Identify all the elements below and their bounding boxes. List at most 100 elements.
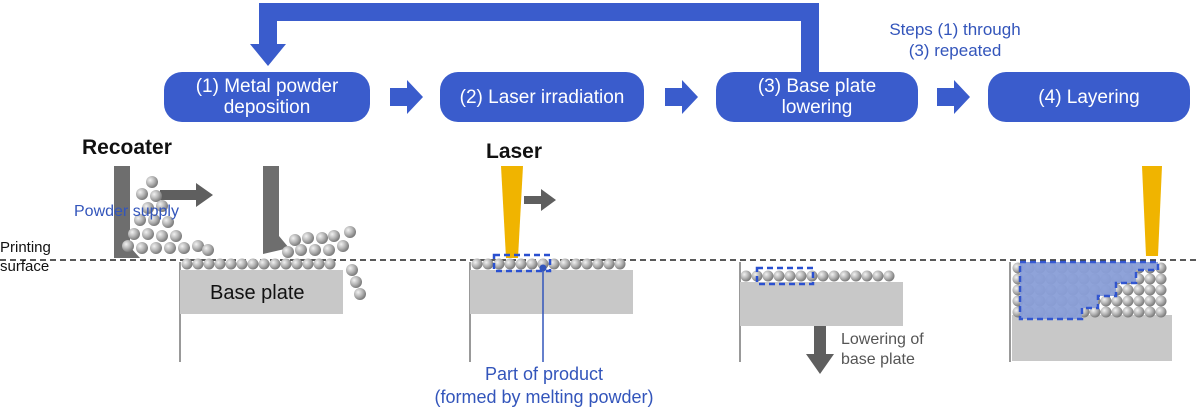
powder-particle — [328, 230, 340, 242]
powder-particle — [323, 244, 335, 256]
laser-beam-2 — [501, 166, 523, 258]
laser-label: Laser — [486, 140, 543, 163]
powder-heap — [122, 176, 366, 300]
powder-particle — [156, 200, 168, 212]
part-leader-dot — [539, 264, 547, 272]
powder-particle — [1144, 273, 1156, 285]
powder-particle — [1155, 284, 1167, 296]
powder-particle — [1111, 295, 1123, 307]
part-label: Part of product (formed by melting powde… — [396, 363, 692, 409]
powder-particle — [295, 244, 307, 256]
powder-particle — [603, 258, 615, 270]
powder-particle — [302, 232, 314, 244]
step-arrow-1-2 — [390, 80, 423, 114]
powder-particle — [346, 264, 358, 276]
powder-particle — [795, 270, 807, 282]
powder-particle — [1144, 306, 1156, 318]
powder-particle — [134, 214, 146, 226]
powder-particle — [214, 258, 226, 270]
powder-layer-2 — [471, 258, 626, 270]
powder-particle — [1133, 284, 1145, 296]
powder-particle — [1155, 295, 1167, 307]
powder-particle — [883, 270, 895, 282]
powder-particle — [350, 276, 362, 288]
laser-beam-4 — [1142, 166, 1162, 256]
powder-particle — [504, 258, 516, 270]
powder-particle — [1100, 306, 1112, 318]
powder-particle — [136, 242, 148, 254]
base-plate-3 — [740, 282, 903, 326]
base-plate-1 — [180, 270, 343, 314]
powder-particle — [740, 270, 752, 282]
base-plate-label: Base plate — [210, 282, 305, 304]
step-1-line1: (1) Metal powder — [195, 76, 339, 97]
lowering-arrow — [806, 326, 834, 374]
recoater-move-arrow — [160, 183, 213, 207]
lowering-label-line2: base plate — [841, 351, 915, 368]
powder-layer-3 — [740, 270, 895, 282]
printing-surface-line1: Printing — [0, 239, 51, 256]
step-3-line1: (3) Base plate — [757, 76, 877, 97]
powder-particle — [1122, 306, 1134, 318]
lowering-label: Lowering of base plate — [841, 330, 924, 370]
powder-particle — [570, 258, 582, 270]
powder-particle — [1111, 306, 1123, 318]
powder-particle — [839, 270, 851, 282]
powder-particle — [289, 234, 301, 246]
powder-particle — [122, 240, 134, 252]
powder-particle — [515, 258, 527, 270]
powder-particle — [150, 190, 162, 202]
powder-particle — [1155, 273, 1167, 285]
powder-particle — [313, 258, 325, 270]
powder-particle — [559, 258, 571, 270]
recoater-label: Recoater — [82, 136, 172, 159]
powder-particle — [1133, 295, 1145, 307]
powder-particle — [1100, 295, 1112, 307]
powder-particle — [192, 258, 204, 270]
melted-part-marker-3 — [755, 266, 815, 286]
powder-particle — [773, 270, 785, 282]
powder-particle — [225, 258, 237, 270]
powder-particle — [309, 244, 321, 256]
powder-particle — [493, 258, 505, 270]
powder-particle — [1144, 295, 1156, 307]
powder-particle — [192, 240, 204, 252]
powder-particle — [269, 258, 281, 270]
base-plate-4 — [1012, 315, 1172, 361]
recoater-blade-left — [114, 166, 140, 258]
powder-particle — [762, 270, 774, 282]
formed-part-4 — [1018, 260, 1160, 321]
repeat-note-line1: Steps (1) through — [889, 20, 1021, 39]
powder-particle — [471, 258, 483, 270]
melted-part-marker-2 — [492, 253, 552, 273]
powder-layer-1 — [181, 258, 336, 270]
lowering-label-line1: Lowering of — [841, 331, 924, 348]
printing-surface-label: Printing surface — [0, 238, 51, 276]
powder-particle — [354, 288, 366, 300]
step-3-line2: lowering — [781, 97, 853, 118]
powder-particle — [170, 230, 182, 242]
powder-particle — [324, 258, 336, 270]
powder-particle — [142, 228, 154, 240]
step-2-pill: (2) Laser irradiation — [440, 72, 644, 122]
repeat-note-line2: (3) repeated — [908, 41, 1002, 60]
powder-particle — [1155, 306, 1167, 318]
powder-particle — [1122, 284, 1134, 296]
powder-particle — [258, 258, 270, 270]
powder-particle — [482, 258, 494, 270]
printing-surface-line2: surface — [0, 258, 50, 275]
powder-particle — [136, 188, 148, 200]
powder-particle — [592, 258, 604, 270]
step-2-line1: (2) Laser irradiation — [459, 86, 625, 108]
powder-particle — [828, 270, 840, 282]
powder-particle — [178, 242, 190, 254]
powder-particle — [181, 258, 193, 270]
part-label-line1: Part of product — [484, 364, 604, 384]
powder-particle — [581, 258, 593, 270]
powder-particle — [1122, 295, 1134, 307]
powder-particle — [344, 226, 356, 238]
step-4-pill: (4) Layering — [988, 72, 1190, 122]
